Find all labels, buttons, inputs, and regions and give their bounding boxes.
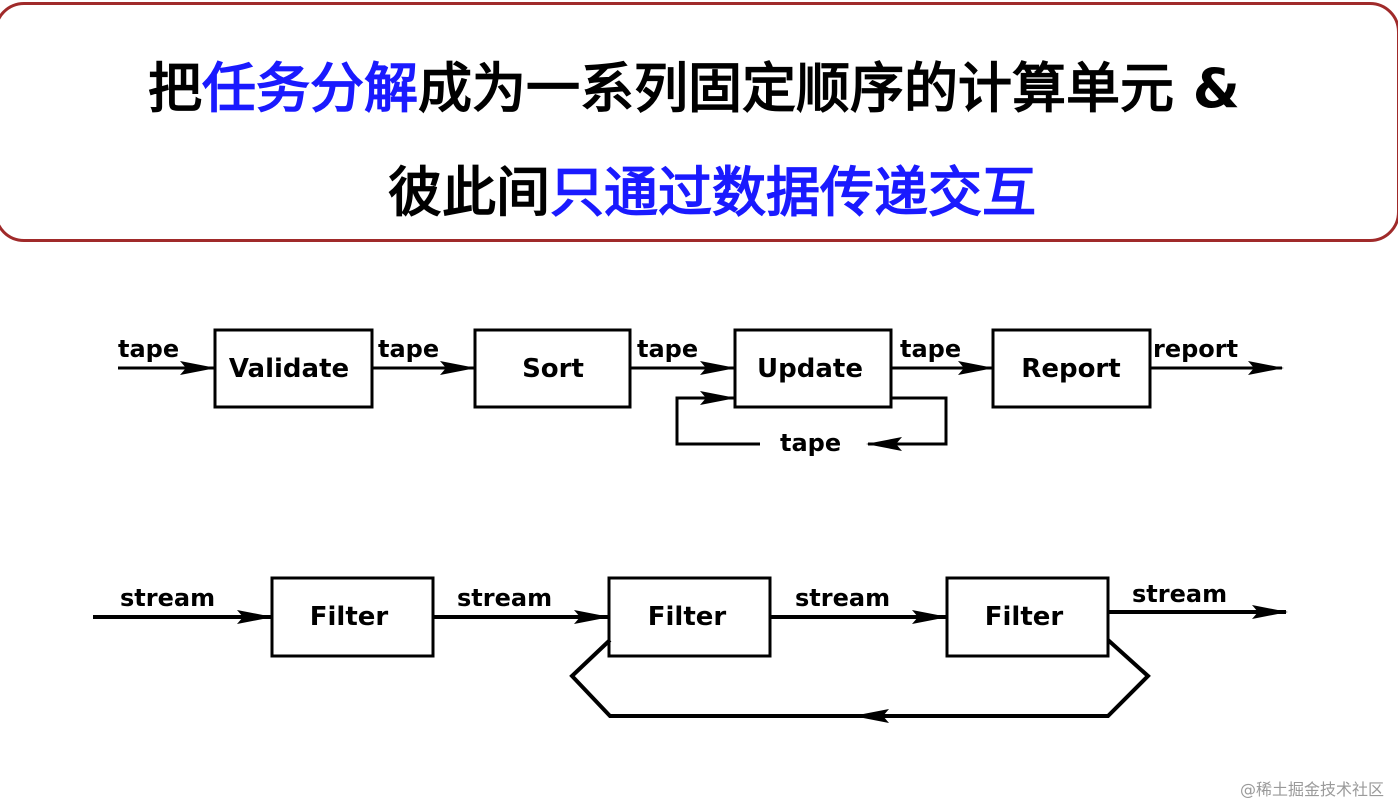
stream-output-label: stream — [1132, 580, 1227, 608]
stream-pipeline: stream Filter stream Filter stream Filte… — [93, 576, 1288, 723]
title-line-1: 把任务分解成为一系列固定顺序的计算单元 & — [148, 44, 1240, 123]
stage-label-report: Report — [1021, 354, 1120, 384]
batch-edge-label-1: tape — [378, 335, 439, 363]
title-line-2-highlight: 只通过数据传递交互 — [550, 161, 1036, 224]
stage-label-sort: Sort — [522, 354, 584, 384]
filter-box-2 — [607, 576, 772, 658]
title-line-2-pre: 彼此间 — [388, 161, 550, 224]
stage-label-update: Update — [757, 354, 863, 384]
stream-edge-label-1: stream — [457, 584, 552, 612]
filter-label-2: Filter — [648, 602, 727, 632]
filter-box-1 — [270, 576, 435, 658]
update-feedback-label: tape — [780, 429, 841, 457]
batch-edge-label-3: tape — [900, 335, 961, 363]
stage-box-update — [733, 328, 893, 409]
stage-box-sort — [473, 328, 632, 409]
title-line-1-pre: 把 — [148, 57, 202, 120]
title-line-2: 彼此间只通过数据传递交互 — [388, 148, 1036, 227]
title-line-1-post: 成为一系列固定顺序的计算单元 & — [418, 57, 1240, 120]
stream-edge-label-2: stream — [795, 584, 890, 612]
stage-box-validate — [213, 328, 374, 409]
batch-edge-label-2: tape — [637, 335, 698, 363]
filter-label-3: Filter — [985, 602, 1064, 632]
filter-label-1: Filter — [310, 602, 389, 632]
title-line-1-highlight: 任务分解 — [202, 57, 418, 120]
stage-label-validate: Validate — [229, 354, 349, 384]
stage-box-report — [991, 328, 1152, 409]
batch-pipeline: tape Validate tape Sort tape Update tape… — [118, 328, 1284, 457]
batch-output-label: report — [1153, 335, 1238, 363]
watermark: @稀土掘金技术社区 — [1239, 780, 1384, 799]
stream-input-label: stream — [120, 584, 215, 612]
filter-box-3 — [945, 576, 1110, 658]
batch-input-label: tape — [118, 335, 179, 363]
title-banner — [0, 2, 1398, 242]
